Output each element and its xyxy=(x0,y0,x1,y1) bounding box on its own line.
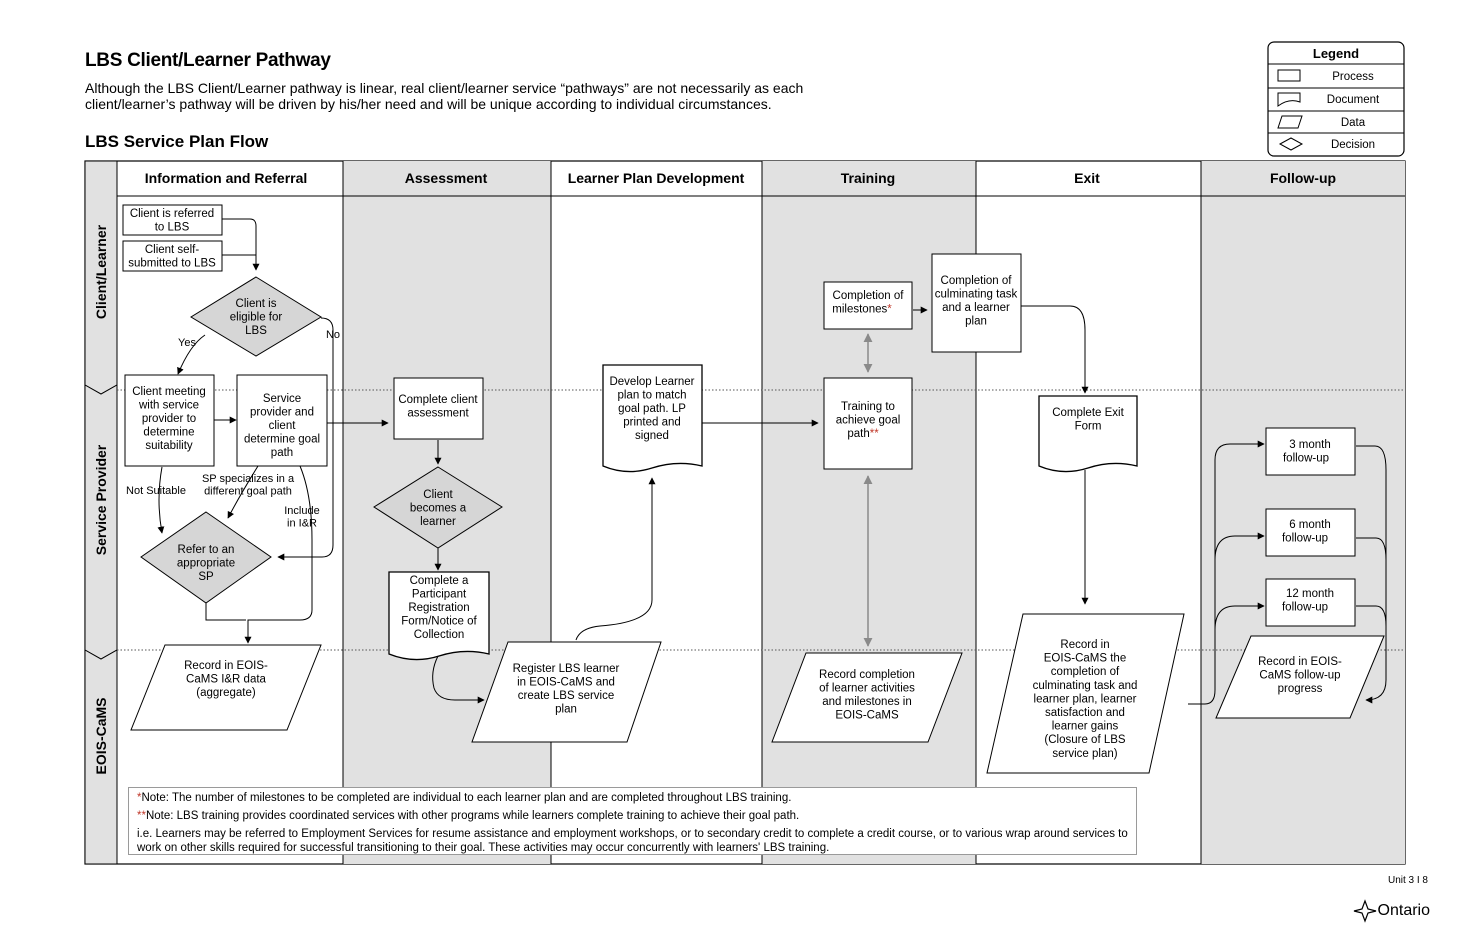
legend-title: Legend xyxy=(1313,46,1359,61)
node-client-self-submitted: Client self-submitted to LBS xyxy=(122,240,223,272)
ontario-logo: Ontario xyxy=(1352,898,1430,924)
column-header-learner-plan: Learner Plan Development xyxy=(568,170,745,186)
document-shape-icon xyxy=(1277,92,1301,107)
page-number: Unit 3 I 8 xyxy=(1387,875,1428,886)
column-header-information-referral: Information and Referral xyxy=(145,170,308,186)
lane-label-service-provider: Service Provider xyxy=(93,444,109,555)
legend-process: Process xyxy=(1332,71,1374,83)
legend: Legend Process Document Data Decision xyxy=(1267,41,1405,157)
svg-text:Record in EOIS-CaMS I&R data(a: Record in EOIS-CaMS I&R data(aggregate) xyxy=(184,660,268,699)
notes-box: *Note: The number of milestones to be co… xyxy=(128,787,1137,855)
data-shape-icon xyxy=(1277,115,1303,129)
connectors xyxy=(157,218,1387,705)
note-milestones: *Note: The number of milestones to be co… xyxy=(137,792,792,804)
column-header-training: Training xyxy=(841,170,895,186)
trillium-icon xyxy=(1353,899,1376,923)
lane-label-eois-cams: EOIS-CaMS xyxy=(93,697,109,774)
edge-label-yes: Yes xyxy=(178,337,196,349)
process-shape-icon xyxy=(1277,69,1301,82)
swimlane-frame xyxy=(84,160,1406,865)
lane-label-client-learner: Client/Learner xyxy=(93,224,109,319)
column-header-follow-up: Follow-up xyxy=(1270,170,1336,186)
note-example: i.e. Learners may be referred to Employm… xyxy=(137,828,1128,854)
training-note-mark: ** xyxy=(870,428,879,440)
flow-title: LBS Service Plan Flow xyxy=(85,132,269,151)
column-header-assessment: Assessment xyxy=(405,170,488,186)
svg-text:Client self-submitted to LBS: Client self-submitted to LBS xyxy=(128,244,216,270)
edge-label-no: No xyxy=(326,329,340,341)
milestone-note-mark: * xyxy=(887,304,892,316)
page-intro: Although the LBS Client/Learner pathway … xyxy=(85,80,804,112)
edge-label-not-suitable: Not Suitable xyxy=(126,485,186,497)
legend-data: Data xyxy=(1341,117,1366,129)
page-title: LBS Client/Learner Pathway xyxy=(85,50,331,71)
note-coordinated-services: **Note: LBS training provides coordinate… xyxy=(137,810,800,822)
column-header-exit: Exit xyxy=(1074,170,1100,186)
data-record-ir: Record in EOIS-CaMS I&R data(aggregate) xyxy=(130,644,322,731)
decision-shape-icon xyxy=(1278,137,1304,151)
legend-document: Document xyxy=(1327,94,1380,106)
legend-decision: Decision xyxy=(1331,139,1375,151)
